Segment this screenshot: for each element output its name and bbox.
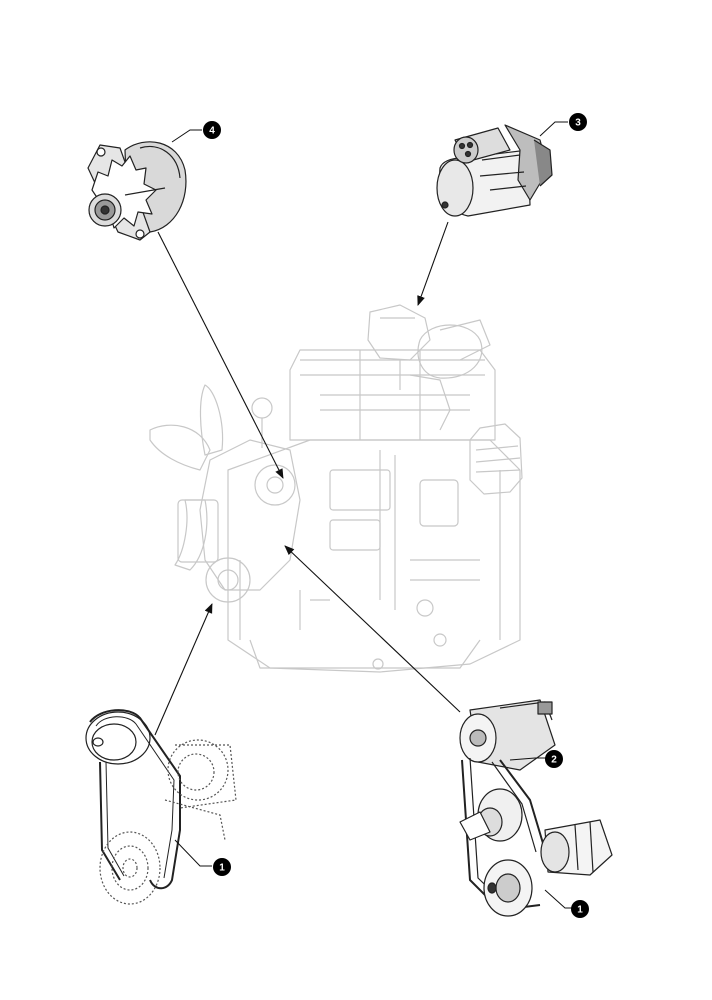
compressor-and-belt-part-right <box>459 699 613 917</box>
engine-block <box>149 304 523 673</box>
arrow-belt-to-engine <box>154 603 213 736</box>
callout-4-label: 4 <box>209 126 215 137</box>
arrow-alternator-to-engine <box>157 231 284 479</box>
callout-2-label: 2 <box>551 755 557 766</box>
callout-1-right-marker <box>571 900 589 918</box>
callout-1-left: 1 <box>213 858 231 876</box>
callout-2-marker <box>545 750 563 768</box>
arrows <box>154 221 461 736</box>
callout-1-left-label: 1 <box>219 863 225 874</box>
arrow-starter-to-engine <box>417 221 449 306</box>
arrow-compressor-to-engine <box>284 545 461 713</box>
callout-3-label: 3 <box>575 118 581 129</box>
alternator-part <box>87 141 187 241</box>
callout-1-right: 1 <box>571 900 589 918</box>
callout-1-left-marker <box>213 858 231 876</box>
callout-4-marker <box>203 121 221 139</box>
callout-leaders <box>171 121 572 909</box>
callout-2: 2 <box>545 750 563 768</box>
callout-4: 4 <box>203 121 221 139</box>
callout-3-marker <box>569 113 587 131</box>
starter-motor-part <box>436 124 553 217</box>
callout-3: 3 <box>569 113 587 131</box>
drive-belt-part-left <box>85 709 237 905</box>
callout-1-right-label: 1 <box>577 905 583 916</box>
